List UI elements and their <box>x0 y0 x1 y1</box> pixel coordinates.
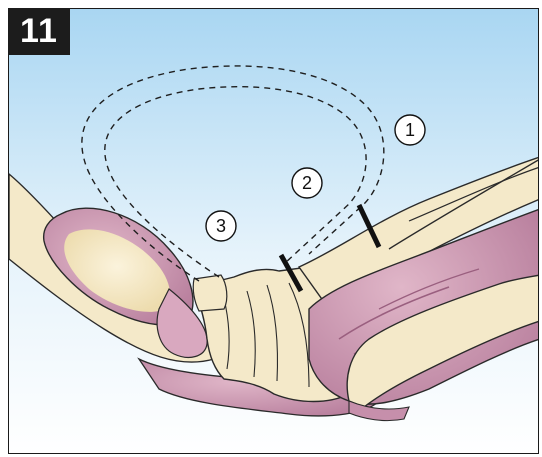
callout-3: 3 <box>206 211 236 241</box>
callout-2: 2 <box>292 168 322 198</box>
callout-1-label: 1 <box>405 120 415 140</box>
callout-1: 1 <box>395 115 425 145</box>
illustration-frame: 1 2 3 <box>8 8 539 454</box>
step-number-badge: 11 <box>8 8 70 55</box>
anatomical-illustration: 1 2 3 <box>9 9 539 454</box>
callout-3-label: 3 <box>216 216 226 236</box>
callout-2-label: 2 <box>302 173 312 193</box>
